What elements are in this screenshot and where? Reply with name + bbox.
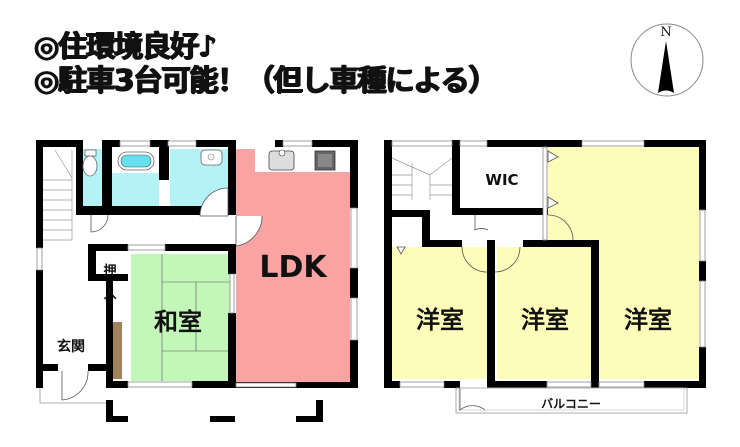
room-label-wic: WIC [485,171,518,189]
floor-1-doors [61,187,263,401]
room-label-genkan: 玄関 [57,338,85,355]
floor-2-stairs [391,157,453,200]
youshitsu-middle-floor [497,247,591,379]
compass-north-label: N [660,25,671,40]
floor-1-plan: LDK 和室 押 入 玄関 [36,140,358,422]
room-label-youshitsu-left: 洋室 [416,306,464,334]
room-label-oshiire-2: 入 [103,287,116,302]
stove-fixture [314,150,336,171]
kitchen-sink-fixture [268,149,295,171]
floor-1-stairs [43,149,73,241]
compass-icon: N [630,23,704,97]
headline-living-environment: ◎住環境良好♪ [34,29,217,63]
floor-2-windows [391,140,706,388]
room-label-oshiire-1: 押 [103,263,116,279]
youshitsu-left-floor [392,247,489,379]
washitsu-floor [131,254,230,381]
floor-1-walls [36,140,358,422]
bathtub-fixture [117,151,155,171]
room-label-youshitsu-middle: 洋室 [521,306,569,334]
balcony-outline [455,387,688,414]
headline-parking: ◎駐車3台可能！（但し車種による） [34,63,498,97]
room-label-youshitsu-right: 洋室 [624,306,672,334]
toilet-fixture [82,149,98,177]
room-label-balcony: バルコニー [541,397,601,411]
tatami-lines [161,254,230,381]
washbasin-fixture [200,149,223,166]
tokonoma [113,322,122,379]
floor-2-walls [384,140,706,388]
room-label-washitsu: 和室 [154,308,202,336]
floor-1-windows [36,140,358,388]
ldk-floor [236,149,350,382]
floor-2-plan: WIC 洋室 洋室 洋室 バルコニー [384,140,706,414]
floor-2-doors [459,214,574,411]
room-label-ldk: LDK [259,250,328,285]
